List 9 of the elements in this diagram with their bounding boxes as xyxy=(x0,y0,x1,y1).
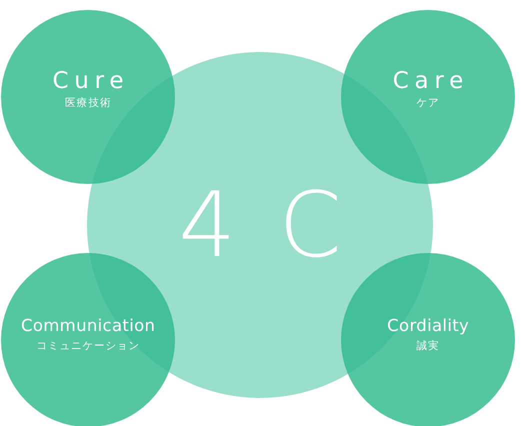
circle-title: Cordiality xyxy=(387,317,470,336)
circle-title: Care xyxy=(392,68,469,94)
center-title: 4 C xyxy=(178,176,349,274)
circle-subtitle: ケア xyxy=(416,98,440,110)
circle-subtitle: 医療技術 xyxy=(65,98,112,110)
circle-title: Communication xyxy=(20,317,156,336)
circle-subtitle: コミュニケーション xyxy=(36,341,140,353)
circle-subtitle: 誠実 xyxy=(416,341,440,353)
circle-title: Cure xyxy=(52,68,130,94)
